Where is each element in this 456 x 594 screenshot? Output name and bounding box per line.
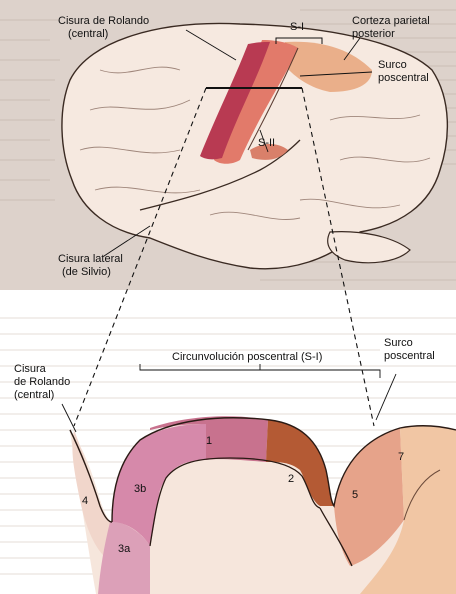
label-lateral-sub: (de Silvio) — [62, 266, 111, 278]
label-rolando-bottom: Cisura — [14, 363, 47, 375]
area-label-4: 4 — [82, 495, 88, 507]
label-s2: S-II — [258, 137, 275, 149]
label-surco-top-sub: poscentral — [378, 72, 429, 84]
area-label-3a: 3a — [118, 543, 131, 555]
label-s1-top: S-I — [290, 21, 304, 33]
label-surco-bottom-sub: poscentral — [384, 350, 435, 362]
label-surco-top: Surco — [378, 59, 407, 71]
label-surco-bottom: Surco — [384, 337, 413, 349]
area-label-1: 1 — [206, 435, 212, 447]
label-rolando-top-sub: (central) — [68, 28, 108, 40]
area-label-2: 2 — [288, 473, 294, 485]
label-rolando-bottom-3: (central) — [14, 389, 54, 401]
area-label-3b: 3b — [134, 483, 146, 495]
area-label-7: 7 — [398, 451, 404, 463]
label-parietal-sub: posterior — [352, 28, 395, 40]
area-label-5: 5 — [352, 489, 358, 501]
label-rolando-bottom-2: de Rolando — [14, 376, 70, 388]
label-lateral: Cisura lateral — [58, 253, 123, 265]
label-circunvolucion: Circunvolución poscentral (S-I) — [172, 351, 322, 363]
label-rolando-top: Cisura de Rolando — [58, 15, 149, 27]
label-parietal: Corteza parietal — [352, 15, 430, 27]
